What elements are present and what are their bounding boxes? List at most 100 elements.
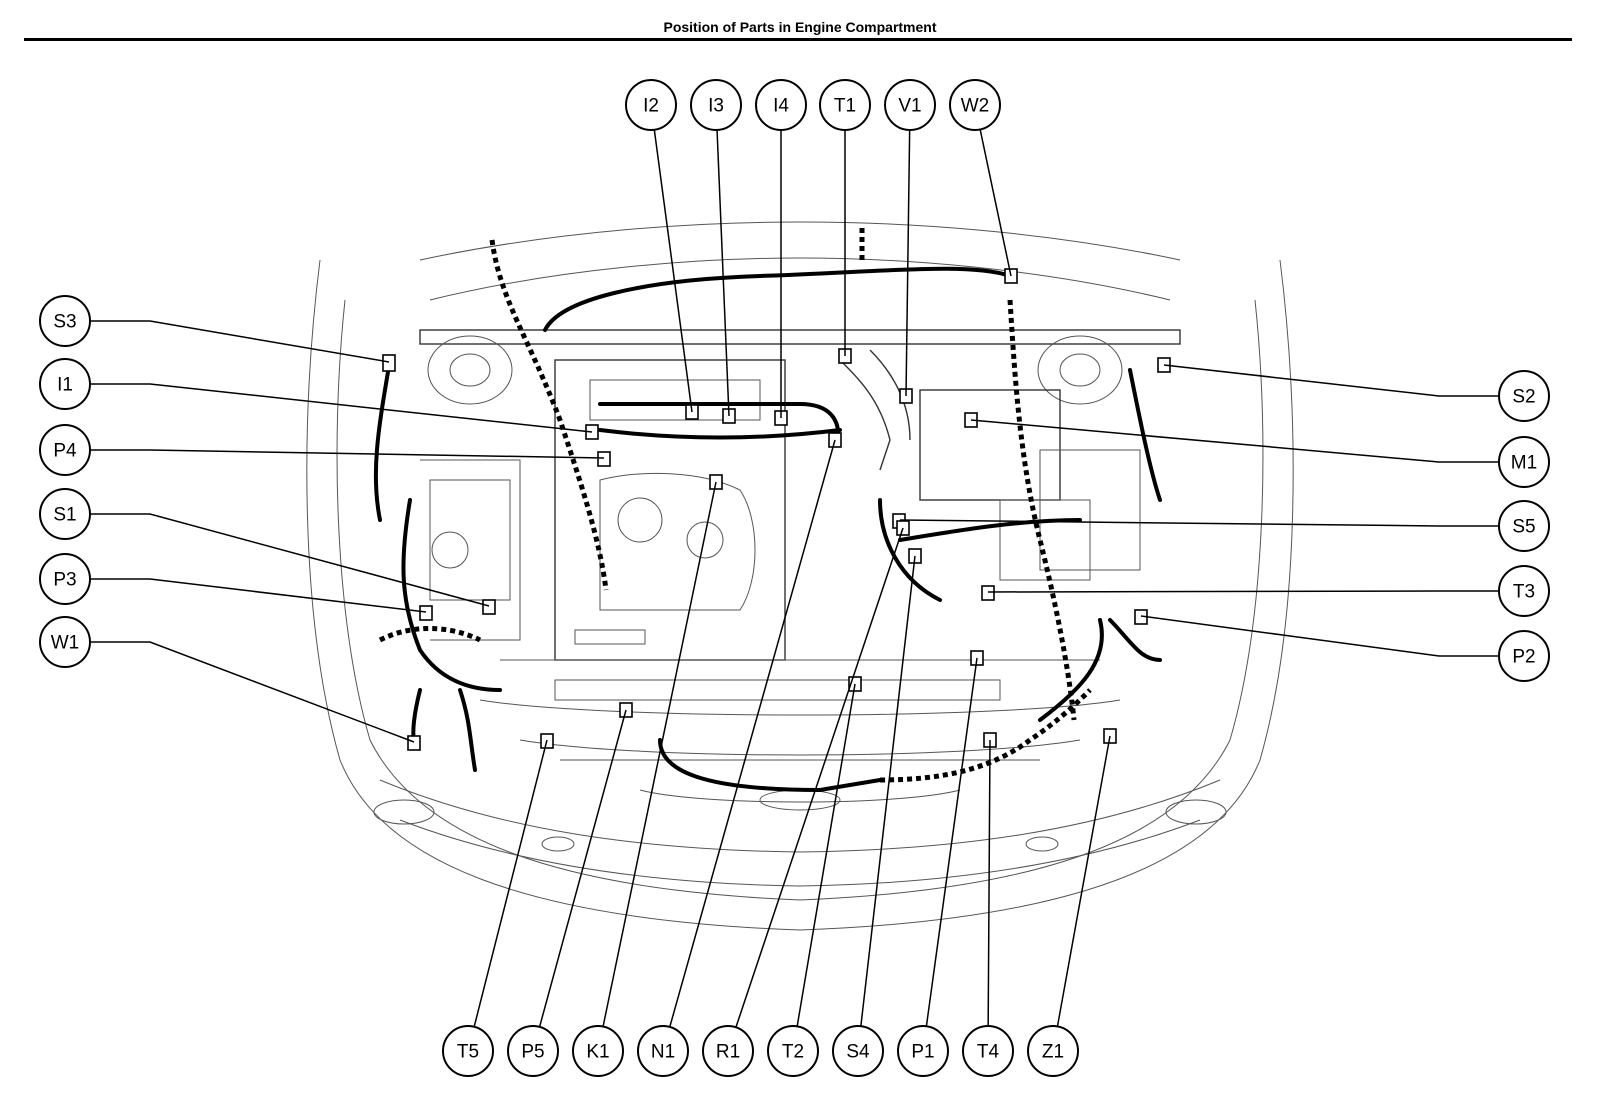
callout-n1: N1 xyxy=(637,1025,689,1077)
leader-line-i2 xyxy=(653,129,693,413)
callout-circle xyxy=(637,1025,689,1077)
callout-circle xyxy=(702,1025,754,1077)
callout-label: T3 xyxy=(1513,582,1535,603)
callout-w1: W1 xyxy=(39,616,91,668)
leader-line-s2 xyxy=(1163,364,1499,397)
callout-circle xyxy=(884,79,936,131)
callout-label: T1 xyxy=(834,96,856,117)
callout-s3: S3 xyxy=(39,295,91,347)
callout-label: W2 xyxy=(961,96,990,117)
callout-s5: S5 xyxy=(1498,500,1550,552)
leader-line-k1 xyxy=(602,481,717,1027)
callout-circle xyxy=(819,79,871,131)
callout-v1: V1 xyxy=(884,79,936,131)
callout-circle xyxy=(39,424,91,476)
leader-line-t4 xyxy=(987,739,991,1027)
leader-line-n1 xyxy=(669,439,836,1028)
callout-circle xyxy=(507,1025,559,1077)
callout-label: N1 xyxy=(651,1042,675,1063)
callout-r1: R1 xyxy=(702,1025,754,1077)
callout-i2: I2 xyxy=(625,79,677,131)
callout-label: S3 xyxy=(53,312,76,333)
leader-line-w1 xyxy=(90,641,415,743)
callout-s1: S1 xyxy=(39,488,91,540)
callout-s2: S2 xyxy=(1498,370,1550,422)
leader-line-p2 xyxy=(1140,615,1499,657)
vehicle-body-outline xyxy=(306,221,1294,931)
callout-label: T5 xyxy=(457,1042,479,1063)
callout-t2: T2 xyxy=(767,1025,819,1077)
callout-i3: I3 xyxy=(690,79,742,131)
callout-circle xyxy=(1498,370,1550,422)
leader-line-p1 xyxy=(925,657,978,1027)
callout-w2: W2 xyxy=(949,79,1001,131)
callout-circle xyxy=(39,553,91,605)
callout-label: K1 xyxy=(586,1042,609,1063)
callout-circle xyxy=(39,616,91,668)
callout-i1: I1 xyxy=(39,358,91,410)
callout-circle xyxy=(897,1025,949,1077)
callout-s4: S4 xyxy=(832,1025,884,1077)
callout-t4: T4 xyxy=(962,1025,1014,1077)
callout-circle xyxy=(625,79,677,131)
callout-circle xyxy=(962,1025,1014,1077)
callout-circle xyxy=(39,295,91,347)
callout-m1: M1 xyxy=(1498,436,1550,488)
title-rule xyxy=(24,38,1572,41)
callout-circle xyxy=(949,79,1001,131)
callout-circle xyxy=(767,1025,819,1077)
leader-line-p3 xyxy=(90,578,427,613)
callout-p4: P4 xyxy=(39,424,91,476)
callout-label: S1 xyxy=(53,505,76,526)
leader-line-t3 xyxy=(987,590,1499,593)
leader-line-r1 xyxy=(735,527,904,1028)
leader-line-t2 xyxy=(796,683,856,1027)
callout-label: I3 xyxy=(708,96,724,117)
leader-line-p5 xyxy=(538,709,627,1028)
callout-label: Z1 xyxy=(1042,1042,1064,1063)
callout-label: P2 xyxy=(1512,647,1535,668)
leader-line-s3 xyxy=(90,320,390,363)
callout-label: P5 xyxy=(521,1042,544,1063)
leader-lines xyxy=(90,129,1499,1028)
page-title: Position of Parts in Engine Compartment xyxy=(663,19,937,35)
leader-line-v1 xyxy=(905,129,911,397)
callout-label: M1 xyxy=(1511,453,1537,474)
callout-label: P1 xyxy=(911,1042,934,1063)
callout-label: W1 xyxy=(51,633,80,654)
leader-line-m1 xyxy=(970,419,1499,463)
callout-t5: T5 xyxy=(442,1025,494,1077)
callout-label: T2 xyxy=(782,1042,804,1063)
callout-label: P3 xyxy=(53,570,76,591)
callout-label: P4 xyxy=(53,441,77,462)
leader-line-p4 xyxy=(90,449,605,459)
leader-line-t5 xyxy=(473,739,548,1027)
callout-z1: Z1 xyxy=(1027,1025,1079,1077)
callout-k1: K1 xyxy=(572,1025,624,1077)
connector-symbols xyxy=(382,268,1171,751)
callout-label: I1 xyxy=(57,375,73,396)
callout-circle xyxy=(1498,565,1550,617)
callout-circle xyxy=(39,488,91,540)
callout-circle xyxy=(1498,630,1550,682)
leader-line-w2 xyxy=(979,129,1012,277)
callout-p5: P5 xyxy=(507,1025,559,1077)
callout-circle xyxy=(755,79,807,131)
leader-line-z1 xyxy=(1056,735,1111,1027)
callout-label: I2 xyxy=(643,96,659,117)
callout-p1: P1 xyxy=(897,1025,949,1077)
callout-label: S5 xyxy=(1512,517,1535,538)
callout-t1: T1 xyxy=(819,79,871,131)
callout-circle xyxy=(442,1025,494,1077)
leader-line-s4 xyxy=(860,555,916,1027)
callout-circle xyxy=(690,79,742,131)
callout-circle xyxy=(1498,500,1550,552)
callout-t3: T3 xyxy=(1498,565,1550,617)
callout-label: T4 xyxy=(977,1042,1000,1063)
callout-label: S4 xyxy=(846,1042,870,1063)
callout-circle xyxy=(572,1025,624,1077)
wire-harnesses xyxy=(373,228,1162,793)
leader-line-s1 xyxy=(90,513,490,607)
leader-line-s5 xyxy=(899,519,1499,527)
